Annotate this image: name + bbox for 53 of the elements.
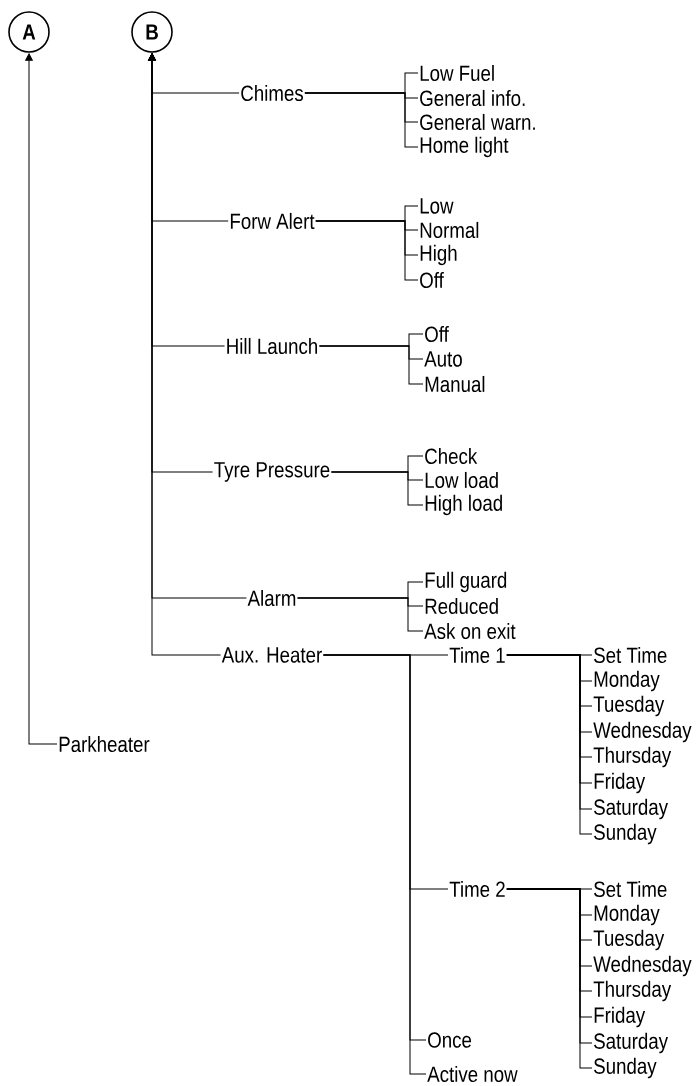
menu-item: Wednesday: [593, 721, 692, 743]
menu-item: Friday: [594, 1006, 646, 1028]
menu-item: Sunday: [594, 1057, 657, 1079]
menu-item: Hill Launch: [227, 337, 317, 355]
menu-item: Off: [425, 325, 449, 343]
tree-line: [304, 92, 419, 148]
menu-item: Manual: [425, 375, 485, 393]
menu-item: Check: [425, 447, 478, 465]
menu-item: Tuesday: [593, 695, 665, 717]
menu-item: Low load: [425, 471, 498, 489]
menu-item: Full guard: [425, 571, 507, 593]
menu-item: Set Time: [594, 880, 667, 898]
menu-item: Ask on exit: [424, 622, 516, 640]
arrow: [25, 53, 58, 745]
tree-line: [330, 471, 424, 506]
tree-line: [297, 597, 424, 632]
menu-item: Time 1: [449, 646, 505, 664]
menu-item: Home light: [420, 136, 509, 158]
menu-item: Tyre Pressure: [214, 462, 330, 482]
tree-line: [315, 220, 419, 281]
menu-item: Chimes: [241, 84, 303, 102]
menu-item: General warn.: [420, 113, 535, 131]
menu-item: Parkheater: [59, 735, 150, 753]
menu-item: Friday: [594, 772, 646, 794]
menu-item: Time 2: [449, 880, 505, 898]
menu-item: Low: [420, 198, 454, 214]
menu-item: Off: [420, 271, 444, 289]
menu-item: Tuesday: [593, 929, 665, 951]
menu-item: Reduced: [425, 597, 498, 615]
circle-label: A: [8, 11, 50, 53]
menu-item: Normal: [420, 221, 479, 239]
tree-line: [318, 345, 424, 385]
menu-item: Aux. Heater: [221, 647, 322, 663]
menu-item: Monday: [594, 904, 660, 926]
menu-item: Monday: [594, 670, 660, 692]
menu-item: Low Fuel: [420, 64, 494, 82]
menu-item: Sunday: [594, 823, 657, 845]
menu-item: Auto: [424, 351, 462, 367]
menu-item: Once: [428, 1032, 472, 1048]
menu-item: Forw Alert: [230, 212, 315, 230]
menu-item: Set Time: [594, 646, 667, 664]
menu-item: Alarm: [247, 589, 296, 607]
menu-item: Thursday: [593, 980, 672, 1002]
menu-item: Thursday: [593, 746, 672, 768]
circle-label: B: [131, 11, 173, 53]
menu-item: Wednesday: [593, 955, 692, 977]
menu-item: High load: [425, 494, 502, 516]
menu-item: Saturday: [594, 798, 668, 820]
menu-item: High: [420, 244, 457, 266]
menu-item: General info.: [420, 89, 525, 107]
menu-item: Active now: [427, 1065, 518, 1083]
menu-item: Saturday: [594, 1032, 668, 1054]
arrow: [148, 53, 222, 656]
